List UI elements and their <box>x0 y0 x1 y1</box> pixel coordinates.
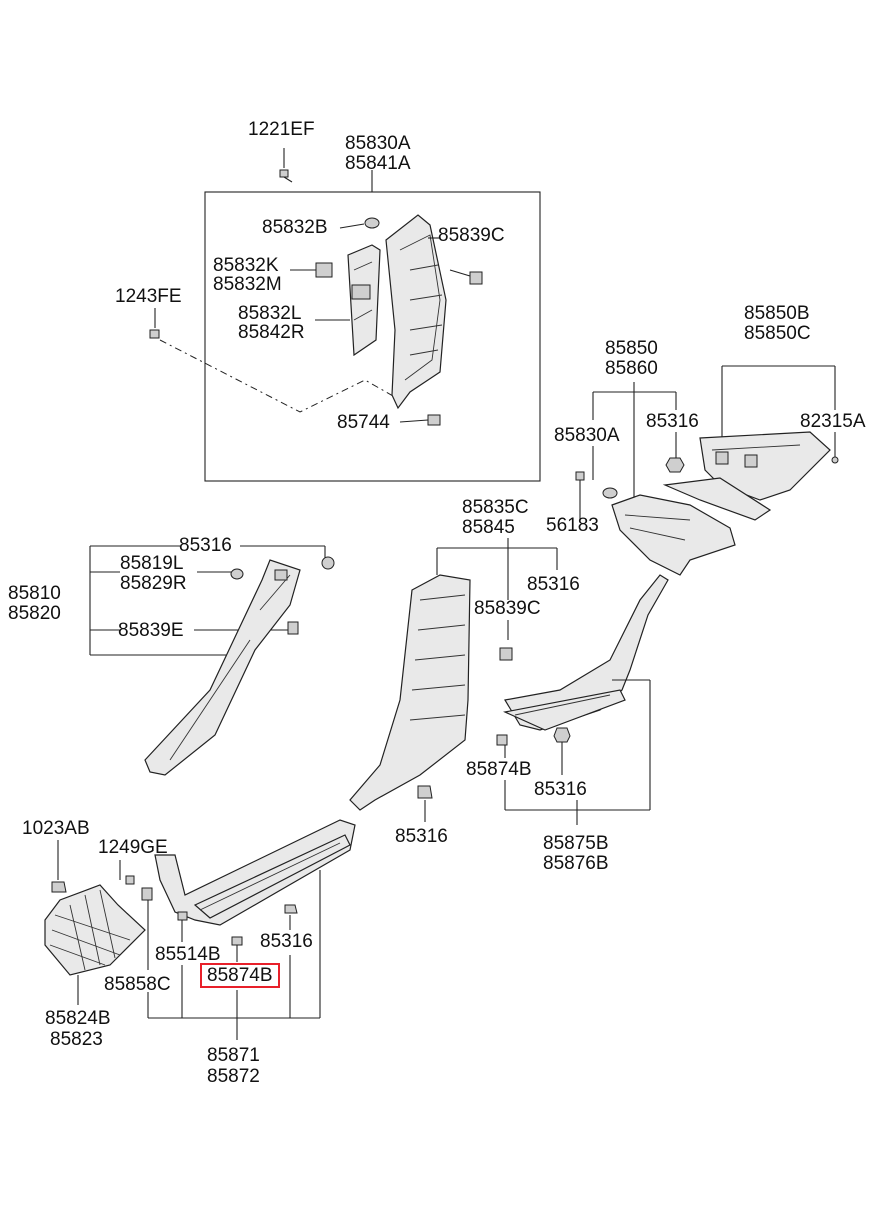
label-85839e: 85839E <box>118 620 184 641</box>
label-85820: 85820 <box>8 603 61 624</box>
nut-85316-d <box>553 727 571 743</box>
bolt-1221ef <box>279 148 293 183</box>
clip-85839c-mid <box>499 647 513 661</box>
clip-85514b <box>177 911 188 921</box>
label-85845: 85845 <box>462 517 515 538</box>
label-85830a-top: 85830A <box>345 133 411 154</box>
nut-1023ab <box>51 881 67 893</box>
label-82315a: 82315A <box>800 411 866 432</box>
label-85514b: 85514B <box>155 944 221 965</box>
clip-85858c <box>141 887 153 901</box>
label-85842r: 85842R <box>238 322 305 343</box>
bolt-56183 <box>575 471 585 520</box>
label-85810: 85810 <box>8 583 61 604</box>
label-85832m: 85832M <box>213 274 282 295</box>
label-85874b-highlighted: 85874B <box>200 963 280 988</box>
quarter-trim-85850 <box>611 494 736 576</box>
label-85832b: 85832B <box>262 217 328 238</box>
label-85316-b: 85316 <box>527 574 580 595</box>
clip-85744 <box>399 414 441 426</box>
label-85819l: 85819L <box>120 553 184 574</box>
screw-82315a <box>831 456 839 464</box>
label-85316-c: 85316 <box>179 535 232 556</box>
pillar-85830a <box>385 214 447 410</box>
label-85839c-top: 85839C <box>438 225 505 246</box>
label-1243fe: 1243FE <box>115 286 182 307</box>
nut-85316-c <box>321 556 335 570</box>
label-85876b: 85876B <box>543 853 609 874</box>
label-85858c: 85858C <box>104 974 171 995</box>
bracket-85832k <box>290 262 333 278</box>
label-85744: 85744 <box>337 412 390 433</box>
trim-85832l <box>315 244 381 357</box>
nut-85316-a <box>665 457 685 473</box>
label-85316-e: 85316 <box>395 826 448 847</box>
label-85860: 85860 <box>605 358 658 379</box>
label-85835c: 85835C <box>462 497 529 518</box>
clip-85839e <box>287 621 299 635</box>
label-85832k: 85832K <box>213 255 279 276</box>
label-85830a-mid: 85830A <box>554 425 620 446</box>
scuff-front-85871 <box>154 819 356 926</box>
label-85824b: 85824B <box>45 1008 111 1029</box>
label-1221ef: 1221EF <box>248 119 315 140</box>
label-85839c-mid: 85839C <box>474 598 541 619</box>
label-56183: 56183 <box>546 515 599 536</box>
a-pillar-85810 <box>144 559 301 776</box>
cowl-trim-85824b <box>44 884 146 976</box>
label-85316-d: 85316 <box>534 779 587 800</box>
b-pillar-lower-85835c <box>349 574 471 811</box>
label-85850c: 85850C <box>744 323 811 344</box>
clip-85874b-hl <box>231 936 243 946</box>
label-85874b-mid: 85874B <box>466 759 532 780</box>
label-1249ge: 1249GE <box>98 837 168 858</box>
label-85829r: 85829R <box>120 573 187 594</box>
nut-85316-f <box>284 904 298 914</box>
clip-85832b <box>339 217 380 229</box>
label-85850b: 85850B <box>744 303 810 324</box>
label-85875b: 85875B <box>543 833 609 854</box>
scuff-rear-85875b <box>503 574 669 731</box>
clip-85839c-top <box>449 269 483 285</box>
label-85832l: 85832L <box>238 303 302 324</box>
bolt-1249ge <box>125 875 135 885</box>
label-85872: 85872 <box>207 1066 260 1087</box>
label-85316-a: 85316 <box>646 411 699 432</box>
grommet-85830a-mid <box>602 487 618 499</box>
label-85871: 85871 <box>207 1045 260 1066</box>
label-85850: 85850 <box>605 338 658 359</box>
clip-85874b-mid <box>496 734 508 746</box>
nut-85316-e <box>417 785 433 799</box>
bolt-1243fe <box>149 308 401 413</box>
clip-85819l <box>230 568 244 580</box>
rear-trim-85850b <box>662 431 831 521</box>
label-85316-f: 85316 <box>260 931 313 952</box>
label-1023ab: 1023AB <box>22 818 90 839</box>
label-85823: 85823 <box>50 1029 103 1050</box>
label-85841a: 85841A <box>345 153 411 174</box>
